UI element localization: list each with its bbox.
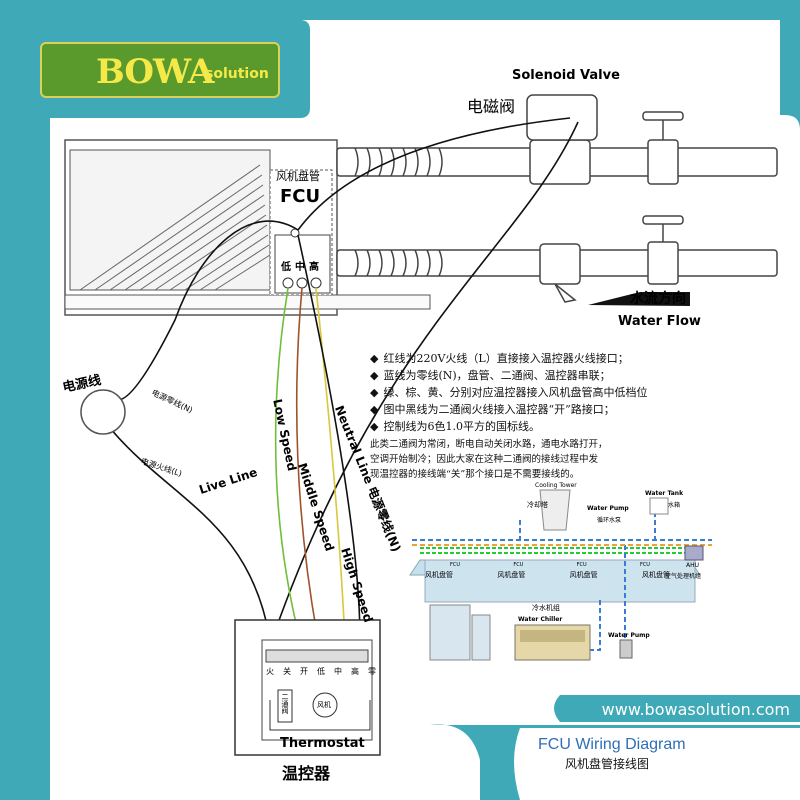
terminal-mid: [296, 277, 308, 289]
terminal-high-t: 高: [351, 667, 359, 676]
note-item: ◆图中黑线为二通阀火线接入温控器“开”路接口；: [370, 403, 615, 416]
thermostat-terminals: 火 关 开 低 中 高 零: [266, 666, 376, 677]
wire-neutral: [117, 220, 299, 401]
fcu-tag: FCU: [639, 562, 650, 568]
system-schematic: [400, 489, 712, 670]
note-item: ◆绿、棕、黄、分别对应温控器接入风机盘管高中低档位: [370, 386, 648, 399]
terminal-on: 开: [300, 667, 308, 676]
thermostat: [234, 619, 381, 756]
thermostat-cn-label: 温控器: [282, 764, 331, 783]
note-item: ◆红线为220V火线（L）直接接入温控器火线接口；: [370, 352, 629, 365]
caption-title-cn: 风机盘管接线图: [565, 757, 650, 771]
fcu-label: FCU: [280, 186, 321, 207]
water-flow-cn-label: 水流方向: [630, 291, 686, 307]
note-paragraph: 此类二通阀为常闭，断电自动关闭水路，通电水路打开， 空调开始制冷；因此大家在这种…: [370, 439, 608, 480]
terminal-high: [310, 277, 322, 289]
logo-subtitle: solution: [205, 66, 269, 82]
wiring-notes: ◆红线为220V火线（L）直接接入温控器火线接口； ◆蓝线为零线(N)，盘管、二…: [370, 350, 670, 482]
water-pump-bottom: Water Pump: [608, 632, 650, 639]
logo-text: BOWA: [96, 52, 214, 92]
fcu-units-row: 风机盘管 风机盘管 风机盘管 风机盘管: [425, 570, 670, 580]
terminal-off: 关: [283, 667, 291, 676]
fcu-unit-label: 风机盘管: [497, 571, 526, 579]
terminal-zero: 零: [368, 667, 376, 676]
wires: [109, 117, 579, 641]
caption-title: FCU Wiring Diagram: [538, 736, 686, 753]
fcu-terminal-block: [274, 228, 331, 294]
wire-neutral-blue: [297, 234, 361, 641]
speed-high-label: 高: [309, 262, 319, 273]
website-url: www.bowasolution.com: [601, 700, 790, 719]
thermostat-label: Thermostat: [280, 736, 365, 751]
ahu-cn-label: 空气处理机组: [665, 573, 702, 580]
water-tank-cn: 水箱: [668, 502, 681, 509]
caption-panel: [514, 728, 800, 800]
logo-frame: [40, 42, 280, 98]
fcu-unit-label: 风机盘管: [425, 571, 453, 579]
speed-low-label: 低: [281, 262, 291, 273]
wire-live: [109, 427, 271, 641]
wire-valve-fcu: [297, 117, 571, 231]
power-source: [80, 389, 126, 435]
fcu-tags-row: FCU FCU FCU FCU: [450, 562, 650, 568]
note-item: ◆控制线为6色1.0平方的国标线。: [370, 420, 540, 433]
terminal-live: 火: [266, 667, 274, 676]
water-pump-top: Water Pump: [587, 505, 629, 512]
solenoid-valve-cn-label: 电磁阀: [467, 97, 516, 116]
water-pump-top-cn: 循环水泵: [597, 517, 622, 524]
terminal-mid-t: 中: [334, 667, 342, 676]
note-item: ◆蓝线为零线(N)，盘管、二通阀、温控器串联；: [370, 369, 611, 382]
url-ribbon: [554, 695, 800, 722]
fcu-unit-label: 风机盘管: [569, 571, 598, 579]
fcu-tag: FCU: [576, 562, 587, 568]
fcu-unit-label: 风机盘管: [641, 571, 670, 579]
water-tank-label: Water Tank: [645, 490, 684, 497]
cooling-tower-cn: 冷却塔: [527, 501, 548, 509]
speed-mid-label: 中: [295, 262, 305, 273]
fcu-tag: FCU: [450, 562, 461, 568]
fcu-tag: FCU: [513, 562, 524, 568]
fcu-cn-label: 风机盘管: [276, 170, 320, 183]
valve-box-label: 二通阀: [281, 693, 289, 714]
terminal-low: [282, 277, 294, 289]
solenoid-valve-label: Solenoid Valve: [512, 68, 620, 83]
chiller-label: Water Chiller: [518, 616, 563, 623]
chiller-cn: 冷水机组: [532, 604, 560, 612]
terminal-low-t: 低: [317, 667, 325, 676]
ahu-label: AHU: [686, 562, 700, 569]
water-flow-arrow: [588, 292, 690, 306]
cooling-tower-en: Cooling Tower: [535, 482, 577, 489]
wire-black-valve: [271, 121, 579, 641]
wire-low: [274, 287, 301, 641]
wire-mid: [295, 287, 319, 641]
water-flow-label: Water Flow: [618, 314, 701, 329]
wire-high: [315, 287, 346, 641]
fan-box-label: 风机: [317, 701, 331, 709]
